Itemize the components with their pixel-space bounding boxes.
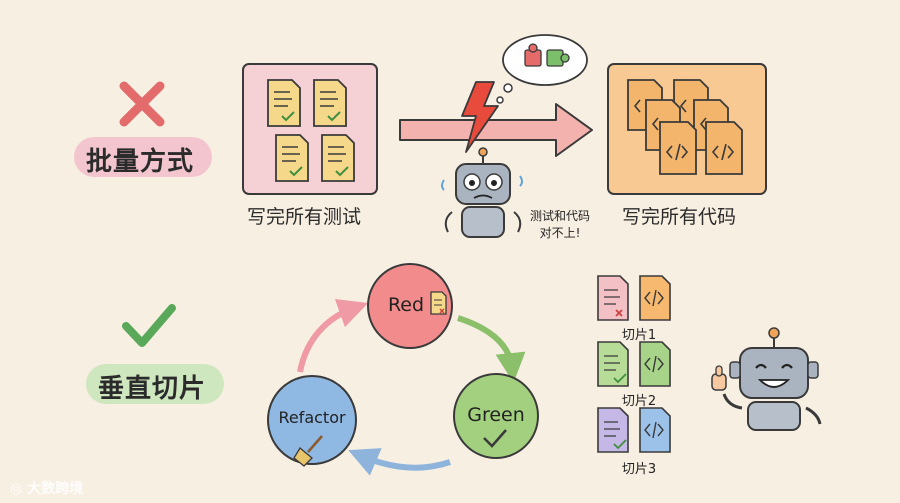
vertical-slice-title: 垂直切片 [98, 374, 207, 404]
robot-complaint: 测试和代码 对不上! [520, 208, 600, 242]
tests-panel-caption: 写完所有测试 [247, 206, 362, 228]
robot-icon [711, 327, 822, 431]
check-mark-icon [122, 304, 176, 347]
slice-label-1: 切片1 [621, 328, 657, 343]
test-document-icon [275, 134, 309, 182]
cycle-arrow-green-to-refactor [348, 448, 451, 476]
slice-label-2: 切片2 [621, 394, 657, 409]
robot-complaint-line2: 对不上! [539, 226, 581, 240]
test-document-icon [313, 79, 347, 127]
slice-label-3: 切片3 [621, 462, 657, 477]
robot-complaint-line1: 测试和代码 [529, 209, 590, 223]
batch-arrow [399, 103, 593, 157]
watermark: ◎ 大数跨境 [10, 478, 83, 498]
green-phase-circle [453, 373, 539, 459]
cycle-arrow-red-to-green [457, 315, 526, 383]
broom-icon [293, 435, 323, 467]
test-document-icon [597, 407, 629, 453]
refactor-phase-circle [267, 375, 357, 465]
batch-approach-title: 批量方式 [86, 147, 195, 177]
lightning-icon [461, 81, 499, 153]
x-mark-icon [119, 81, 165, 127]
code-document-icon [705, 121, 743, 175]
code-document-icon [639, 407, 671, 453]
robot-icon [441, 147, 523, 238]
cycle-arrow-refactor-to-red [297, 298, 369, 373]
test-document-icon [267, 79, 301, 127]
red-phase-circle [367, 263, 453, 349]
tests-panel [242, 63, 378, 195]
test-document-icon [430, 291, 447, 315]
check-mark-icon [483, 429, 507, 448]
test-document-icon [597, 275, 629, 321]
code-document-icon [639, 341, 671, 387]
code-document-icon [639, 275, 671, 321]
code-panel-caption: 写完所有代码 [622, 206, 737, 228]
green-phase-label: Green [467, 404, 525, 426]
test-document-icon [597, 341, 629, 387]
watermark-text: 大数跨境 [27, 481, 84, 497]
puzzle-icon [496, 34, 588, 104]
watermark-logo-icon: ◎ [10, 481, 23, 497]
red-phase-label: Red [387, 294, 425, 316]
title-badge-batch [74, 137, 212, 177]
refactor-phase-label: Refactor [278, 408, 346, 427]
test-document-icon [321, 134, 355, 182]
code-document-icon [659, 121, 697, 175]
title-badge-vertical [86, 364, 224, 404]
